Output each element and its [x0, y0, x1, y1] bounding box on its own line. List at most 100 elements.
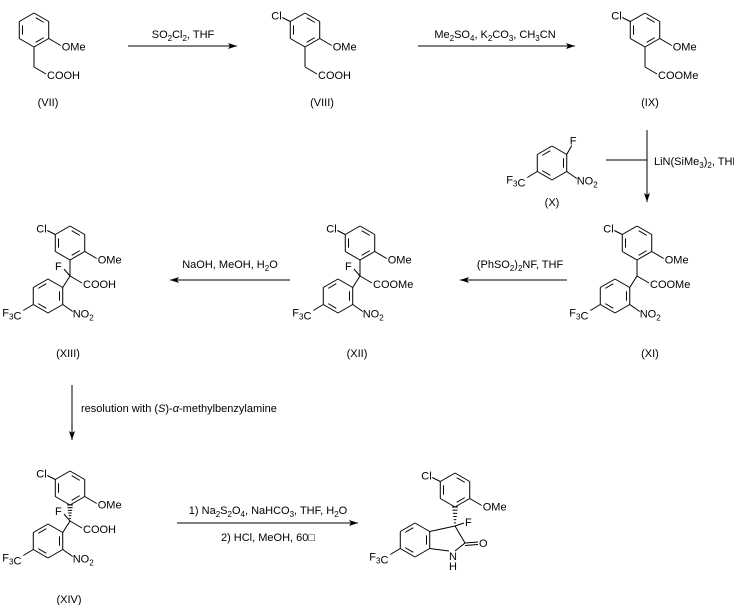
substituent-o: O — [479, 538, 488, 550]
ring-bond — [55, 225, 71, 235]
bond — [527, 171, 538, 178]
arrowhead-icon — [460, 277, 469, 283]
ring-bond — [304, 38, 320, 48]
ring-double-bond — [306, 17, 316, 23]
arrow-step-3 — [644, 130, 650, 202]
bond — [47, 230, 56, 235]
compound-label: (XII) — [347, 348, 368, 360]
bond — [23, 304, 34, 311]
arrow-step-2 — [418, 43, 575, 49]
reagents-step-3: LiN(SiMe3​)2​, THF — [654, 156, 734, 170]
bond — [69, 520, 83, 529]
bond — [432, 477, 441, 482]
bond — [63, 513, 71, 522]
bond — [622, 17, 631, 22]
substituent-f: F — [345, 261, 352, 273]
ring-bond — [537, 171, 553, 181]
ring-bond — [47, 523, 63, 533]
substituent-ome: OMe — [98, 500, 122, 512]
ring-double-bond — [456, 497, 466, 503]
ring-bond — [622, 251, 638, 261]
substituent-acid: COOMe — [658, 70, 698, 82]
ring-double-bond — [404, 527, 414, 533]
arrow-step-1 — [128, 43, 237, 49]
bond — [454, 542, 466, 552]
ring-bond — [345, 251, 361, 261]
reagents-step-7-line-1: 1) Na2​S2​O4​, NaHCO3​, THF, H2​O — [189, 505, 348, 519]
ring-double-bond — [71, 230, 81, 236]
bond — [566, 171, 578, 179]
compound-label: (X) — [545, 197, 560, 209]
substituent-ome: OMe — [483, 502, 507, 514]
bond — [313, 304, 324, 311]
bond — [84, 496, 97, 504]
ring-bond — [55, 496, 71, 506]
ring-double-bond — [638, 230, 648, 236]
ring-bond — [537, 145, 553, 155]
bond — [47, 475, 56, 480]
substituent-cl: Cl — [326, 224, 336, 236]
compound-label: (IX) — [641, 97, 659, 109]
compound-label: (VIII) — [310, 97, 334, 109]
substituent-cf3: F3C — [292, 308, 311, 323]
arrowhead-icon — [228, 43, 237, 49]
ring-bond — [55, 470, 71, 480]
substituent-acid: COOH — [47, 70, 80, 82]
compound-label: (XIV) — [56, 594, 81, 605]
ring-double-bond — [646, 17, 656, 23]
ring-double-bond — [327, 303, 337, 309]
ring-bond — [630, 38, 646, 48]
substituent-cf3: F3C — [2, 308, 21, 323]
ring-double-bond — [37, 528, 47, 534]
ring-bond — [551, 145, 567, 155]
ring-bond — [359, 251, 375, 261]
ring-bond — [414, 548, 430, 558]
ring-bond — [33, 549, 49, 559]
ring-bond — [47, 549, 63, 559]
bond — [590, 304, 601, 311]
substituent-acid: COOH — [318, 70, 351, 82]
bond — [63, 268, 71, 277]
ring-double-bond — [71, 495, 81, 501]
substituent-ome: OMe — [673, 42, 697, 54]
bond — [629, 304, 641, 312]
reagents-step-2: Me2​SO4​, K2​CO3​, CH3​CN — [434, 29, 555, 43]
ring-bond — [290, 12, 306, 22]
reagents-step-4: (PhSO2​)2​NF, THF — [477, 259, 564, 273]
ring-bond — [454, 498, 470, 508]
bond — [353, 268, 361, 277]
ring-double-bond — [361, 230, 371, 236]
ring-double-bond — [37, 548, 47, 554]
substituent-ome: OMe — [62, 42, 86, 54]
ring-bond — [345, 225, 361, 235]
ring-bond — [33, 523, 49, 533]
ring-bond — [33, 38, 49, 48]
ring-bond — [69, 225, 85, 235]
ring-double-bond — [456, 477, 466, 483]
arrow-step-6 — [69, 385, 75, 440]
bond — [352, 275, 361, 288]
ring-bond — [600, 304, 616, 314]
bond — [374, 251, 387, 259]
arrowhead-icon — [349, 520, 358, 526]
ring-double-bond — [541, 170, 551, 176]
ring-double-bond — [306, 37, 316, 43]
bond — [33, 66, 47, 75]
ring-double-bond — [37, 283, 47, 289]
bond — [390, 548, 401, 555]
ring-bond — [323, 304, 339, 314]
arrowhead-icon — [170, 277, 179, 283]
substituent-no2: NO2 — [73, 554, 95, 568]
substituent-f: F — [55, 506, 62, 518]
ring-bond — [359, 225, 375, 235]
ring-bond — [644, 38, 660, 48]
ring-bond — [337, 278, 353, 288]
ring-bond — [400, 548, 416, 558]
substituent-cf3: F3C — [569, 308, 588, 323]
bond — [84, 251, 97, 259]
ring-bond — [33, 278, 49, 288]
compound-label: (XI) — [641, 348, 659, 360]
